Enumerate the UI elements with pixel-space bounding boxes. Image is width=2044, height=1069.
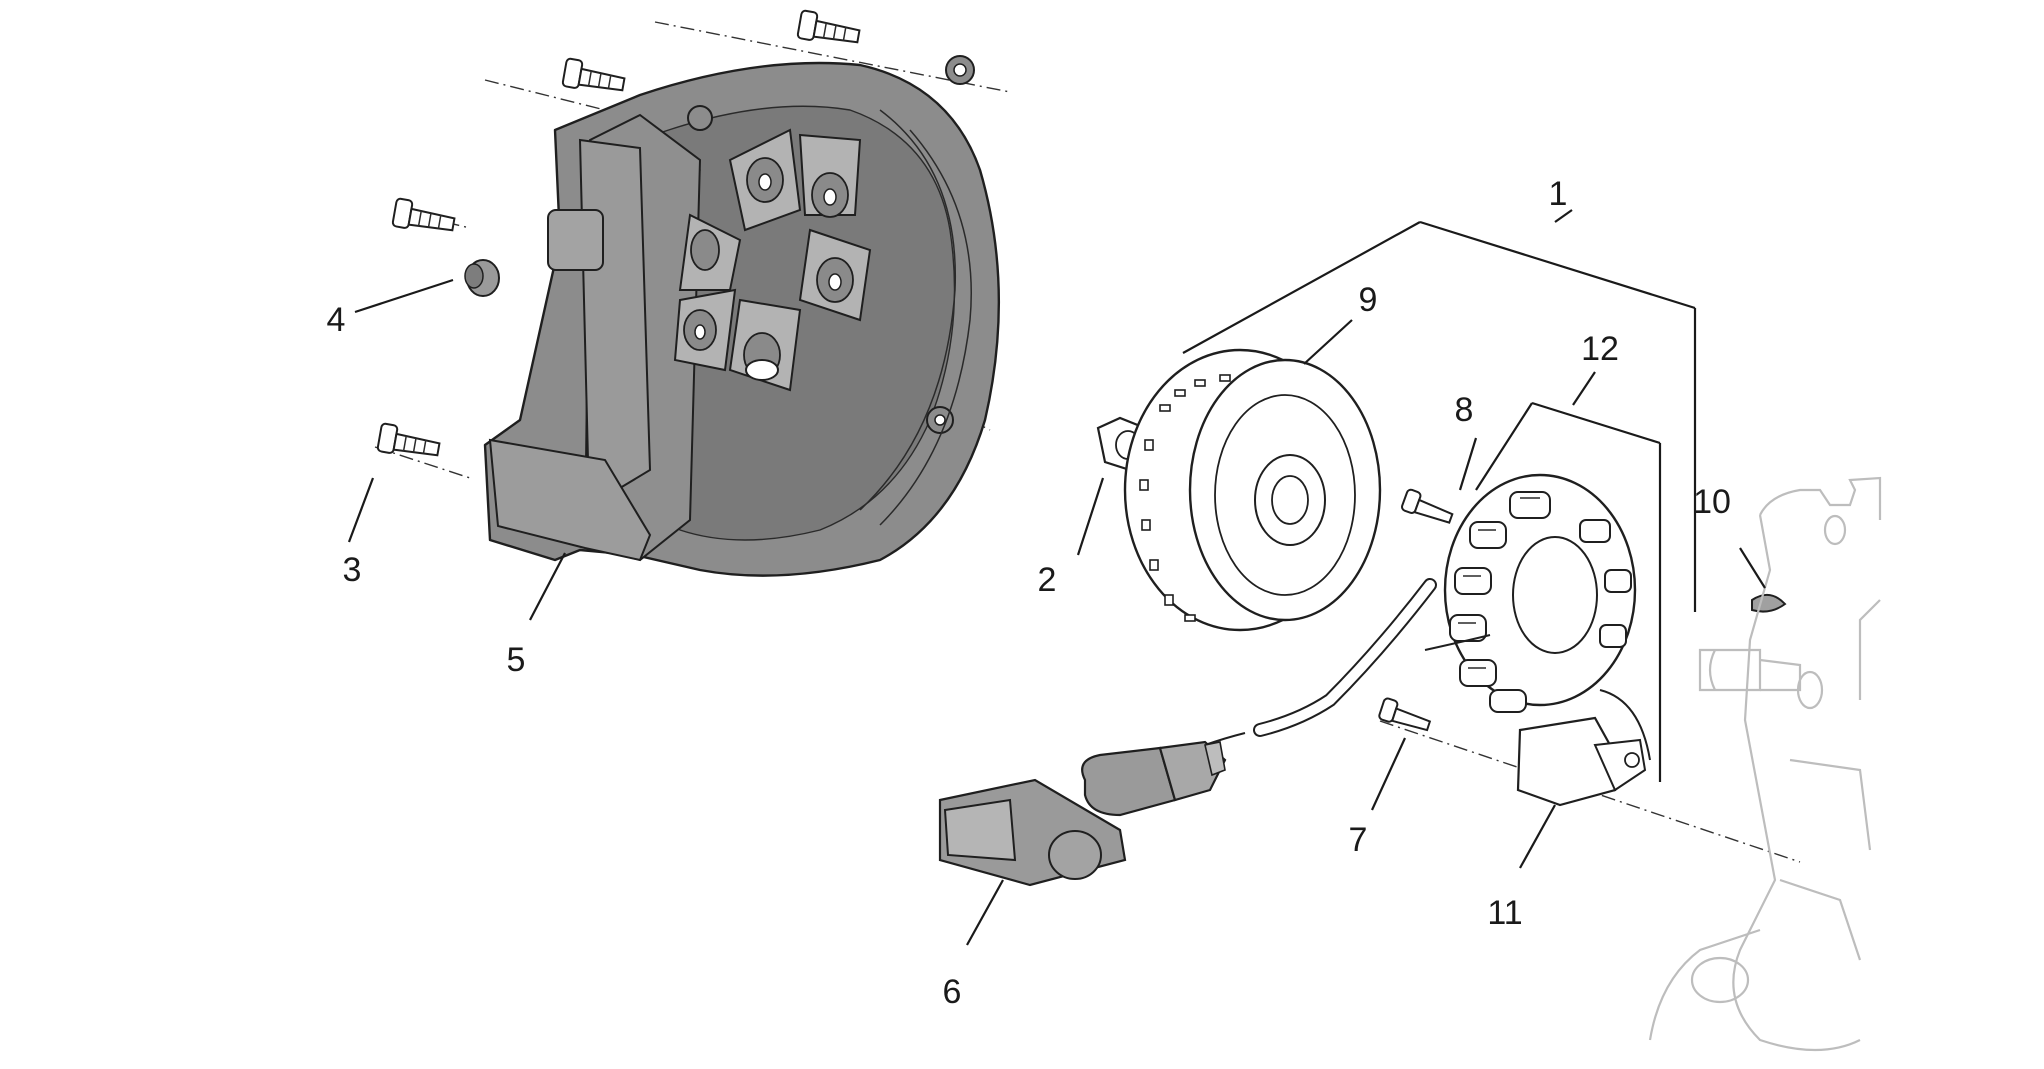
leader-lines	[347, 209, 1766, 946]
callout-flywheel: 9	[1358, 281, 1378, 319]
pickup-screw-drawing	[1378, 697, 1432, 732]
wiring-harness-drawing	[1204, 578, 1651, 761]
callout-cover-grommet: 4	[326, 301, 346, 339]
connector-drawing	[1081, 740, 1227, 817]
grommet-drawing	[464, 259, 500, 297]
callout-woodruff-key: 10	[1693, 483, 1731, 521]
callout-cover-screw: 3	[342, 551, 362, 589]
cover-screws-drawing	[376, 9, 861, 457]
callout-stator-flywheel-kit: 1	[1548, 175, 1568, 213]
connector-cap-drawing	[938, 778, 1127, 887]
crankcase-drawing	[1648, 476, 1882, 1052]
stator-drawing	[1443, 473, 1637, 713]
callout-fan-cover: 5	[506, 641, 526, 679]
fan-cover-drawing	[483, 55, 1001, 577]
callout-stator-screw: 8	[1454, 391, 1474, 429]
callout-stator: 12	[1581, 330, 1619, 368]
flywheel-drawing	[1123, 348, 1382, 632]
callout-flywheel-nut: 2	[1037, 561, 1057, 599]
stator-screw-drawing	[1401, 488, 1454, 524]
callout-pickup-sensor: 11	[1487, 894, 1523, 932]
pickup-sensor-drawing	[1516, 716, 1647, 807]
woodruff-key-drawing	[1751, 593, 1787, 613]
callout-connector-cap: 6	[942, 973, 962, 1011]
callout-pickup-screw: 7	[1348, 821, 1368, 859]
